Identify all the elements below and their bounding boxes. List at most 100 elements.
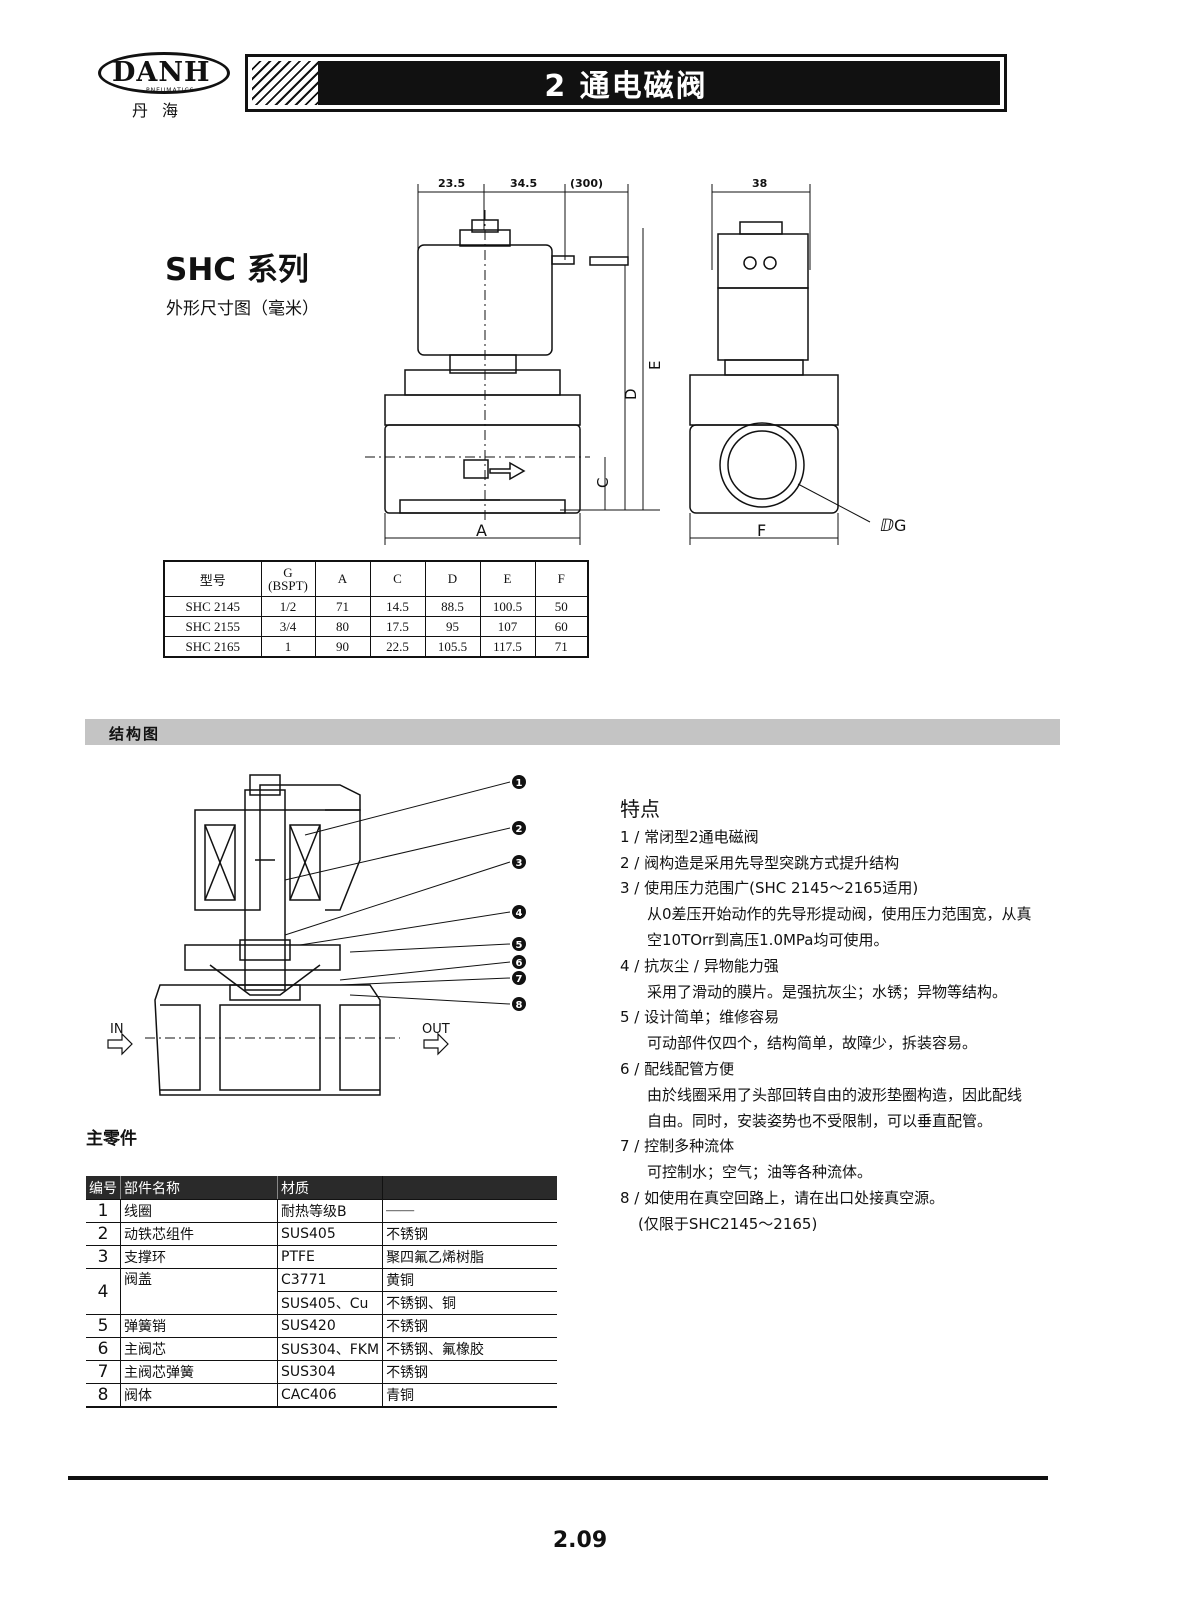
parts-cell: 不锈钢、铜 <box>382 1291 557 1315</box>
dimension-cell: 88.5 <box>424 596 481 617</box>
logo-wordmark: DANH <box>112 57 211 88</box>
callout-circle <box>512 971 526 985</box>
header-model: 型号 <box>163 560 262 597</box>
title-fill <box>318 61 1000 105</box>
dimension-cell: 71 <box>314 596 371 617</box>
dimension-cell: 3/4 <box>260 616 316 637</box>
page-title: 2 通电磁阀 <box>544 69 708 104</box>
parts-cell: SUS405 <box>276 1222 383 1246</box>
dimension-table-header: 型号 G(BSPT) A C D E F <box>163 560 589 597</box>
feature-line: 7 / 控制多种流体 <box>620 1137 735 1156</box>
label-d: D <box>622 388 640 400</box>
callout-number: 7 <box>516 974 523 985</box>
header-a: A <box>314 560 371 597</box>
callout-circle <box>512 821 526 835</box>
callout-number: 2 <box>516 824 523 835</box>
parts-cell: SUS304、FKM <box>276 1337 383 1361</box>
features-title: 特点 <box>620 797 660 821</box>
side-view <box>689 221 871 523</box>
parts-cell: 7 <box>86 1360 121 1384</box>
header-name: 部件名称 <box>120 1176 278 1200</box>
feature-line: (仅限于SHC2145～2165) <box>638 1214 818 1233</box>
parts-cell: 不锈钢 <box>382 1360 557 1384</box>
label-in: IN <box>110 1022 124 1037</box>
label-g-text: G <box>894 516 906 535</box>
series-subtitle: 外形尺寸图（毫米） <box>166 299 319 319</box>
dimension-cell: 14.5 <box>369 596 426 617</box>
header-g: G(BSPT) <box>260 560 316 597</box>
parts-cell: SUS304 <box>276 1360 383 1384</box>
parts-cell: 弹簧销 <box>120 1314 278 1338</box>
logo-oval <box>98 52 230 94</box>
page-number: 2.09 <box>552 1528 608 1553</box>
label-g: ⅅ <box>880 516 894 536</box>
parts-cell: 主阀芯 <box>120 1337 278 1361</box>
parts-cell: 1 <box>86 1199 121 1223</box>
parts-cell: 2 <box>86 1222 121 1246</box>
title-hatch <box>252 61 318 105</box>
parts-cell: 耐热等级B <box>276 1199 383 1223</box>
dim-38: 38 <box>752 177 767 190</box>
feature-line: 由於线圈采用了头部回转自由的波形垫圈构造，因此配线 <box>647 1085 1023 1104</box>
callout-circle <box>512 955 526 969</box>
callout-circle <box>512 937 526 951</box>
series-name: SHC 系列 <box>165 252 309 288</box>
parts-cell: 3 <box>86 1245 121 1269</box>
dimension-cell: 90 <box>314 636 371 658</box>
feature-line: 1 / 常闭型2通电磁阀 <box>620 827 759 846</box>
feature-line: 4 / 抗灰尘 / 异物能力强 <box>620 956 779 975</box>
out-arrow-icon <box>423 1032 449 1056</box>
label-c: C <box>594 478 612 488</box>
in-arrow-icon <box>107 1032 133 1056</box>
callout-number: 4 <box>516 908 523 919</box>
callout-circle <box>512 997 526 1011</box>
dimension-drawing: 23.5 34.5 (300) A C D E 38 <box>365 177 906 545</box>
feature-line: 6 / 配线配管方便 <box>620 1059 735 1078</box>
parts-title: 主零件 <box>86 1129 137 1149</box>
dimension-cell: 1 <box>260 636 316 658</box>
feature-line: 自由。同时，安装姿势也不受限制，可以垂直配管。 <box>647 1111 993 1130</box>
logo-chinese: 丹海 <box>132 101 193 120</box>
parts-cell: 4 <box>86 1268 121 1315</box>
dimension-cell: 117.5 <box>479 636 536 658</box>
dimension-cell: 1/2 <box>260 596 316 617</box>
feature-line: 从0差压开始动作的先导形提动阀，使用压力范围宽，从真 <box>647 905 1032 924</box>
callout-number: 8 <box>516 1000 523 1011</box>
dimension-cell: 107 <box>479 616 536 637</box>
valve-cross-section <box>145 774 400 1096</box>
parts-cell: 黄铜 <box>382 1268 557 1292</box>
parts-cell: SUS405、Cu <box>276 1291 383 1315</box>
parts-cell: PTFE <box>276 1245 383 1269</box>
parts-cell: 不锈钢 <box>382 1314 557 1338</box>
parts-cell: 线圈 <box>120 1199 278 1223</box>
dim-34-5: 34.5 <box>510 177 537 190</box>
callout-lines <box>284 781 511 1005</box>
callout-number: 1 <box>516 778 523 789</box>
dimension-cell: SHC 2165 <box>163 636 262 658</box>
parts-cell: 不锈钢 <box>382 1222 557 1246</box>
feature-line: 2 / 阀构造是采用先导型突跳方式提升结构 <box>620 853 900 872</box>
callout-number: 6 <box>516 958 523 969</box>
parts-cell: 阀盖 <box>120 1268 278 1315</box>
dimension-cell: SHC 2155 <box>163 616 262 637</box>
dim-23-5: 23.5 <box>438 177 465 190</box>
parts-cell: 5 <box>86 1314 121 1338</box>
parts-cell: 8 <box>86 1383 121 1408</box>
header-no: 编号 <box>86 1176 121 1200</box>
parts-cell: 不锈钢、氟橡胶 <box>382 1337 557 1361</box>
